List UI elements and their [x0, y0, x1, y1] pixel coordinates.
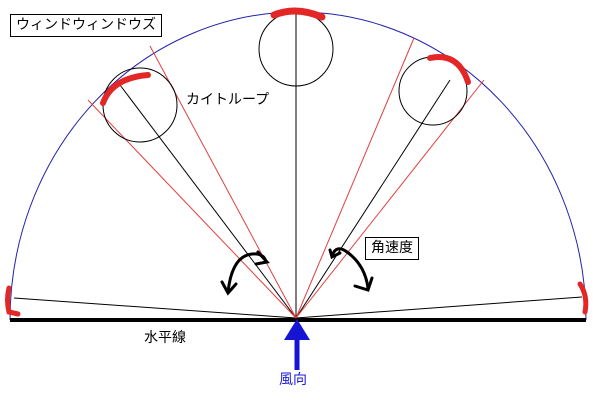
left-loop-circle: [102, 67, 178, 143]
kite-loop-label: カイトループ: [186, 92, 270, 108]
left-edge-line: [13, 297, 297, 319]
right-kite-line: [295, 79, 451, 319]
left-kite-path: [100, 72, 151, 106]
right-edge-kite-path: [577, 281, 589, 315]
left-guide-line-outer: [87, 99, 297, 319]
left-angular-arrow: [220, 250, 270, 296]
title-label: ウィンドウィンドウズ: [10, 14, 162, 37]
right-edge-line: [295, 296, 583, 319]
right-kite-path: [427, 54, 471, 85]
wind-direction-label: 風向: [279, 372, 307, 388]
center-kite-path: [270, 7, 326, 21]
right-angular-arrow: [328, 247, 374, 292]
left-edge-kite-path: [5, 285, 21, 317]
wind-direction-arrow: [284, 319, 310, 370]
right-guide-line-inner: [295, 37, 415, 319]
angular-velocity-label: 角速度: [365, 237, 419, 260]
horizon-label: 水平線: [144, 330, 186, 346]
right-guide-line-outer: [295, 79, 485, 319]
left-kite-line: [119, 84, 297, 319]
wind-window-arc: [9, 11, 587, 321]
